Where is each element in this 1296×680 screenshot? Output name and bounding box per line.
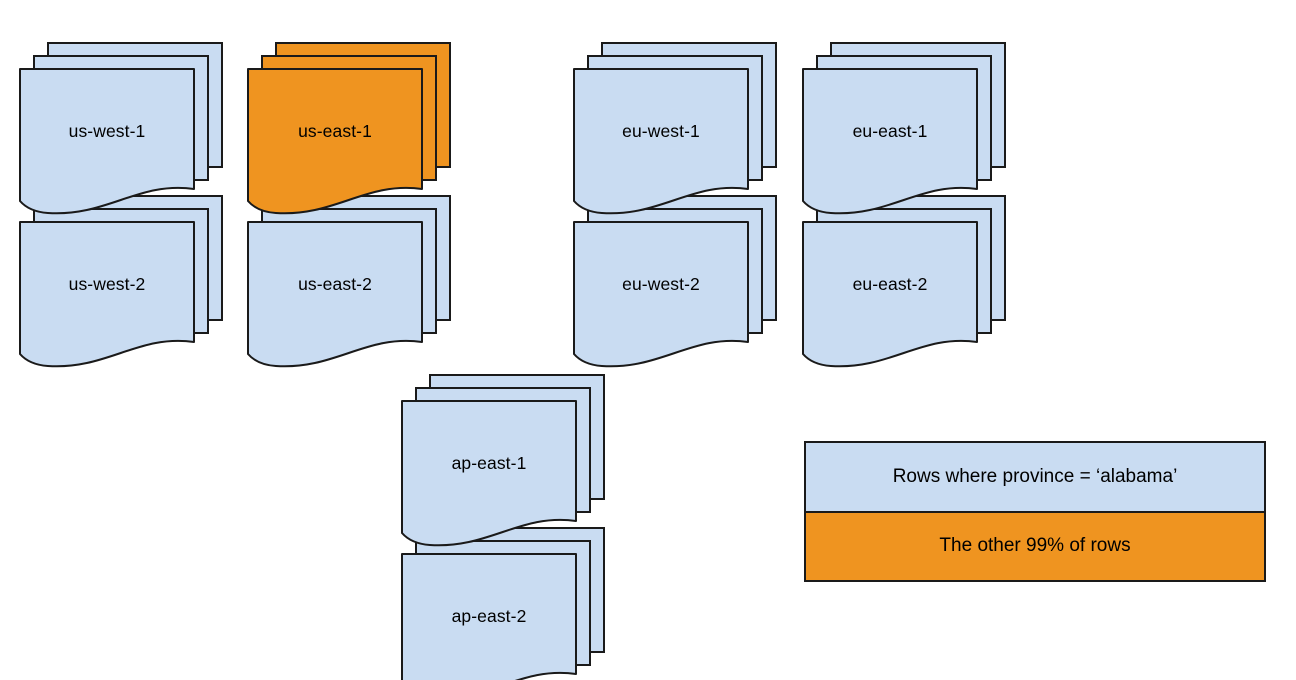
document-sheet-front: [573, 221, 749, 368]
document-sheet-front: [19, 221, 195, 368]
document-sheet-front: [401, 553, 577, 680]
document-sheet-front: [247, 221, 423, 368]
document-stack-shape: [19, 195, 223, 368]
document-sheet-front: [247, 68, 423, 215]
document-stack-shape: [247, 195, 451, 368]
document-stack-shape: [19, 42, 223, 215]
legend-row-alabama: Rows where province = ‘alabama’: [806, 443, 1264, 513]
document-stack-eu-east-1[interactable]: eu-east-1: [802, 42, 1009, 215]
document-stack-shape: [802, 42, 1006, 215]
document-stack-shape: [401, 374, 605, 547]
document-stack-us-east-2[interactable]: us-east-2: [247, 195, 454, 368]
document-stack-eu-west-2[interactable]: eu-west-2: [573, 195, 780, 368]
document-stack-shape: [401, 527, 605, 680]
document-sheet-front: [802, 68, 978, 215]
document-stack-eu-east-2[interactable]: eu-east-2: [802, 195, 1009, 368]
document-stack-ap-east-1[interactable]: ap-east-1: [401, 374, 608, 547]
document-sheet-front: [573, 68, 749, 215]
document-stack-us-west-2[interactable]: us-west-2: [19, 195, 226, 368]
document-sheet-front: [401, 400, 577, 547]
legend-label-alabama: Rows where province = ‘alabama’: [892, 465, 1178, 487]
document-stack-us-east-1[interactable]: us-east-1: [247, 42, 454, 215]
document-stack-shape: [573, 195, 777, 368]
document-stack-ap-east-2[interactable]: ap-east-2: [401, 527, 608, 680]
document-stack-shape: [573, 42, 777, 215]
document-sheet-front: [19, 68, 195, 215]
document-stack-shape: [802, 195, 1006, 368]
document-stack-eu-west-1[interactable]: eu-west-1: [573, 42, 780, 215]
document-sheet-front: [802, 221, 978, 368]
document-stack-us-west-1[interactable]: us-west-1: [19, 42, 226, 215]
legend-label-other: The other 99% of rows: [939, 535, 1131, 557]
legend: Rows where province = ‘alabama’ The othe…: [804, 441, 1266, 582]
document-stack-shape: [247, 42, 451, 215]
legend-row-other: The other 99% of rows: [806, 512, 1264, 580]
